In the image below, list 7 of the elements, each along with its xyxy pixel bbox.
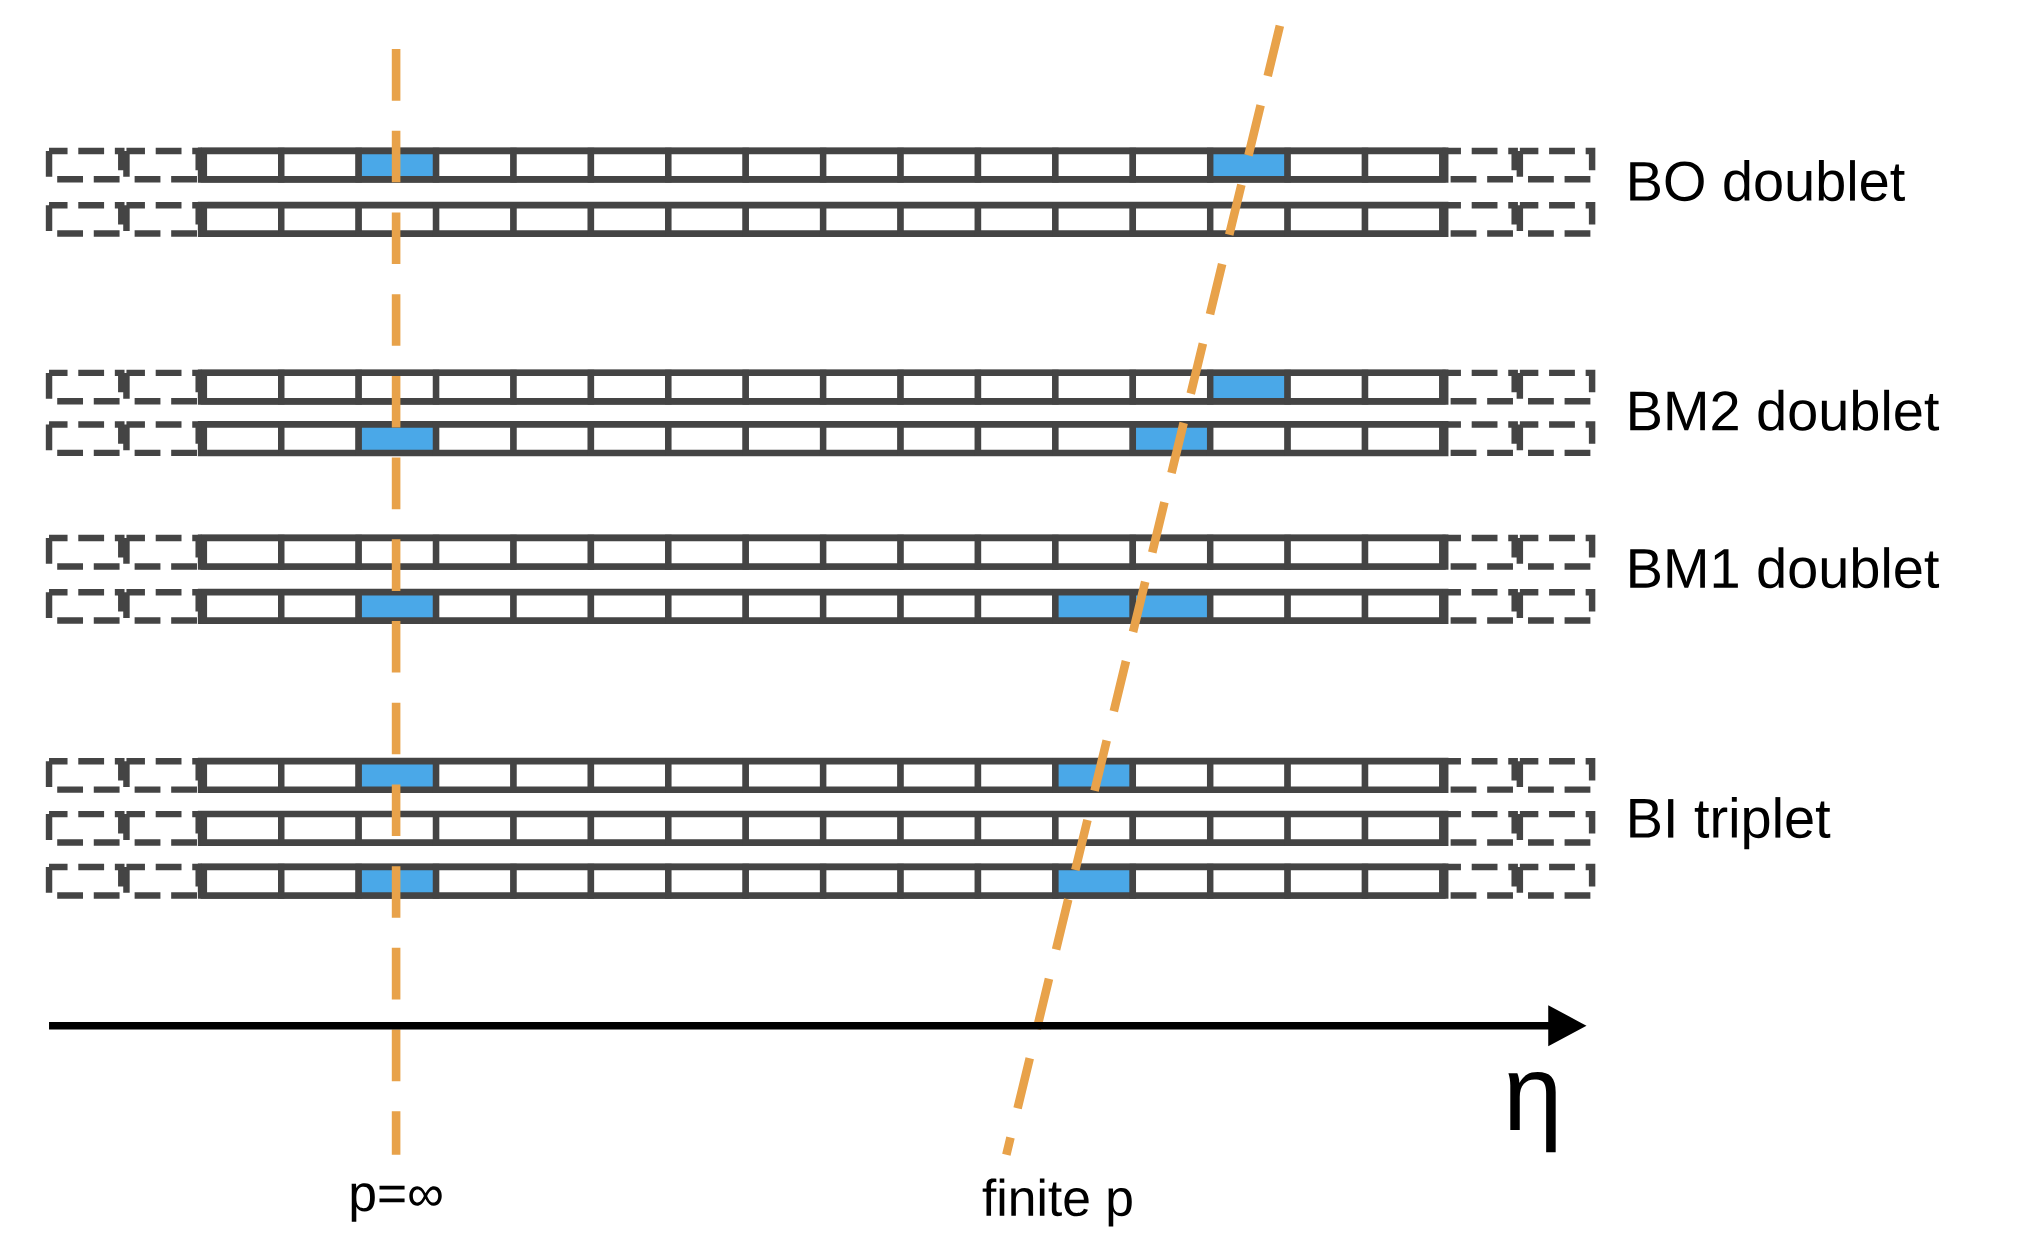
track-label: finite p <box>982 1178 1132 1227</box>
layer-label: BO doublet <box>1630 159 1905 201</box>
axis-label: η <box>1508 1071 1556 1153</box>
track-label: p=∞ <box>351 1183 442 1222</box>
layer-label: BM1 doublet <box>1630 547 1940 589</box>
layer-label: BI triplet <box>1630 796 1831 850</box>
layer-label: BM2 doublet <box>1630 389 1940 431</box>
